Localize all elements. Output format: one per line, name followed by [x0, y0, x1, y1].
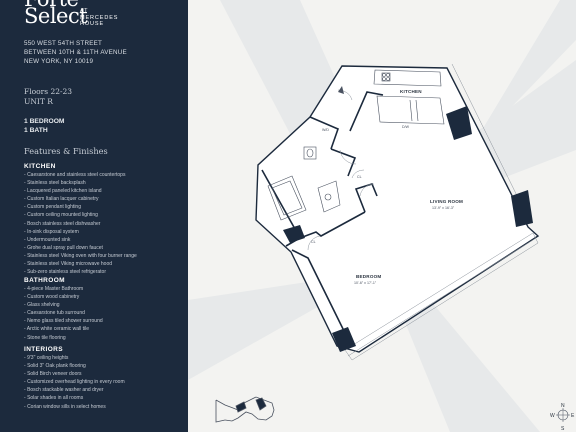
door-swings [307, 89, 375, 251]
brand-name: Forte Select [24, 0, 88, 28]
interiors-list: 9'3" ceiling heights Solid 3" Oak plank … [24, 354, 184, 411]
list-item: Solar shades in all rooms [24, 394, 184, 402]
brand-sub-line1: AT [80, 8, 89, 14]
bathroom-title: BATHROOM [24, 277, 65, 284]
dishwasher-label: D/W [402, 125, 410, 129]
list-item: In-sink disposal system [24, 228, 184, 236]
list-item: Custom ceiling mounted lighting [24, 211, 184, 219]
list-item: Undermounted sink [24, 236, 184, 244]
compass-e: E [571, 413, 575, 419]
bathroom-fixtures [267, 146, 341, 221]
list-item: Custom Italian lacquer cabinetry [24, 195, 184, 203]
compass-s: S [561, 426, 565, 432]
features-title: Features & Finishes [24, 146, 108, 156]
closet-label: CL [357, 175, 362, 179]
bedroom-label: BEDROOM [356, 274, 381, 279]
list-item: Bosch stackable washer and dryer [24, 386, 184, 394]
kitchen-counters [373, 69, 445, 125]
list-item: Stainless steel Viking oven with four bu… [24, 252, 184, 260]
list-item: Solid 3" Oak plank flooring [24, 362, 184, 370]
list-item: Stainless steel Viking microwave hood [24, 260, 184, 268]
bedrooms-count: 1 BEDROOM [24, 118, 65, 125]
entry-arrow-icon [338, 86, 344, 94]
list-item: Grohe dual spray pull down faucet [24, 244, 184, 252]
floor-plan-area: KITCHEN LIVING ROOM 13'-9" x 16'-3" BEDR… [188, 0, 576, 432]
address-line2: BETWEEN 10TH & 11TH AVENUE [24, 48, 127, 56]
list-item: Bosch stainless steel dishwasher [24, 220, 184, 228]
list-item: Lacquered paneled kitchen island [24, 187, 184, 195]
interiors-title: INTERIORS [24, 346, 63, 353]
living-room-label: LIVING ROOM [430, 199, 463, 204]
unit-heading: Floors 22-23 UNIT R [24, 87, 72, 107]
list-item: 9'3" ceiling heights [24, 354, 184, 362]
compass-w: W [550, 413, 555, 419]
sidebar: Forte Select AT MERCEDES HOUSE 550 WEST … [0, 0, 188, 432]
list-item: Caesarstone tub surround [24, 309, 184, 317]
brand-sub-line3: HOUSE [80, 21, 105, 27]
list-item: 4-piece Master Bathroom [24, 285, 184, 293]
list-item: Caesarstone and stainless steel countert… [24, 171, 184, 179]
list-item: Nemo glass tiled shower surround [24, 317, 184, 325]
brand-sub-line2: MERCEDES [80, 14, 119, 21]
bathtub-icon [267, 175, 307, 221]
key-plan [215, 396, 275, 423]
list-item: Customized overhead lighting in every ro… [24, 378, 184, 386]
list-item: Solid Birch veneer doors [24, 370, 184, 378]
compass-icon: N S E W [550, 403, 575, 432]
address-line1: 550 WEST 54TH STREET [24, 40, 103, 47]
interior-walls [261, 91, 384, 336]
compass-n: N [561, 403, 565, 409]
list-item: Sub-zero stainless steel refrigerator [24, 268, 184, 276]
list-item: Corian window sills in select homes [24, 403, 184, 411]
list-item: Arctic white ceramic wall tile [24, 325, 184, 333]
address: 550 WEST 54TH STREET BETWEEN 10TH & 11TH… [24, 40, 127, 66]
structural-columns [283, 106, 533, 352]
list-item: Custom wood cabinetry [24, 293, 184, 301]
bathroom-section: BATHROOM 4-piece Master Bathroom Custom … [24, 277, 184, 342]
toilet-icon [303, 146, 317, 160]
interiors-section: INTERIORS 9'3" ceiling heights Solid 3" … [24, 346, 184, 411]
unit-name: UNIT R [24, 97, 53, 106]
apartment-outline [255, 65, 540, 353]
list-item: Glass shelving [24, 301, 184, 309]
list-item: Stainless steel backsplash [24, 179, 184, 187]
baths-count: 1 BATH [24, 127, 48, 135]
kitchen-section: KITCHEN Caesarstone and stainless steel … [24, 163, 184, 276]
kitchen-label: KITCHEN [400, 89, 422, 94]
floors-text: Floors 22-23 [24, 87, 73, 96]
list-item: Stone tile flooring [24, 334, 184, 342]
floor-plan: KITCHEN LIVING ROOM 13'-9" x 16'-3" BEDR… [188, 0, 576, 432]
kitchen-title: KITCHEN [24, 163, 56, 170]
bedroom-dim: 10'-6" x 17'-1" [354, 281, 377, 285]
address-line3: NEW YORK, NY 10019 [24, 57, 94, 65]
range-icon [381, 72, 391, 82]
list-item: Custom pendant lighting [24, 203, 184, 211]
unit-info: 1 BEDROOM 1 BATH [24, 117, 65, 136]
vanity-icon [317, 180, 341, 213]
bathroom-list: 4-piece Master Bathroom Custom wood cabi… [24, 285, 184, 342]
living-room-dim: 13'-9" x 16'-3" [432, 206, 455, 210]
brand-logo: Forte Select AT MERCEDES HOUSE [24, 0, 117, 28]
kitchen-list: Caesarstone and stainless steel countert… [24, 171, 184, 276]
closet-label: CL [311, 240, 316, 244]
washer-dryer-label: W/D [322, 128, 329, 132]
brand-subtitle: AT MERCEDES HOUSE [80, 8, 118, 28]
